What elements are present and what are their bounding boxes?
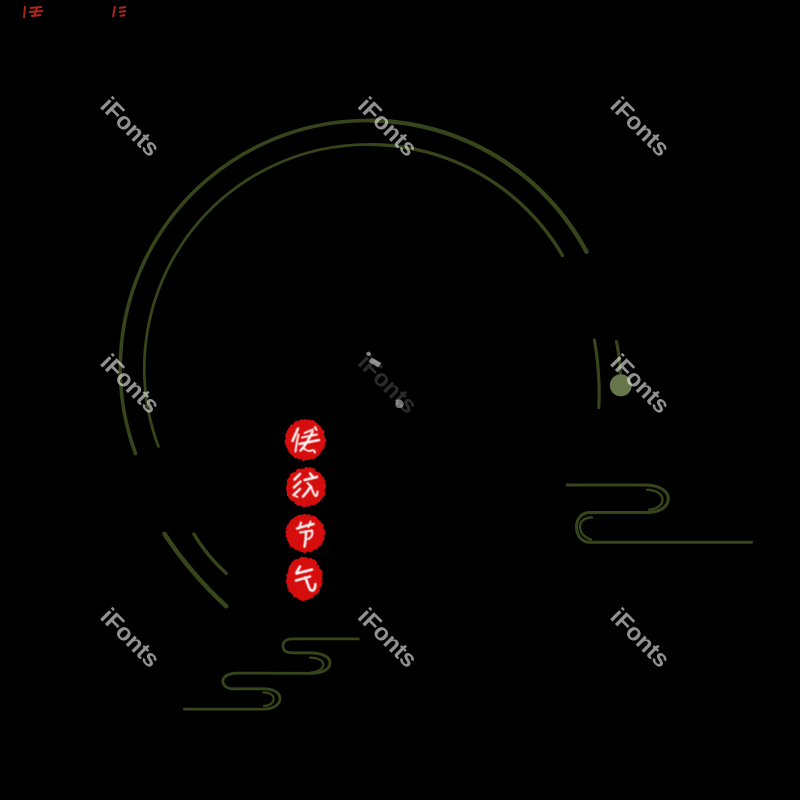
svg-text:iFonts: iFonts	[352, 603, 422, 673]
svg-text:iFonts: iFonts	[352, 92, 422, 162]
svg-text:iFonts: iFonts	[352, 349, 422, 419]
svg-text:iFonts: iFonts	[95, 92, 165, 162]
svg-text:iFonts: iFonts	[605, 603, 675, 673]
svg-text:iFonts: iFonts	[95, 603, 165, 673]
svg-text:iFonts: iFonts	[605, 92, 675, 162]
svg-text:iFonts: iFonts	[95, 349, 165, 419]
